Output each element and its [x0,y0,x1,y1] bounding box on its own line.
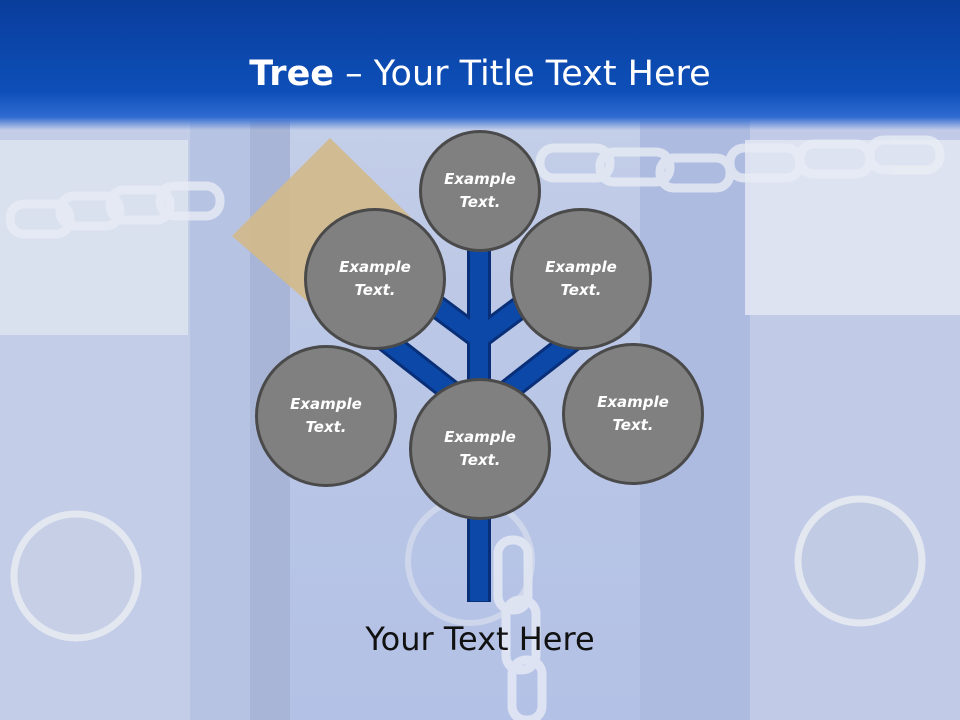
node-label: Example Text. [597,393,669,434]
header-band [0,0,960,130]
tree-node-top: Example Text. [419,130,541,252]
node-label: Example Text. [290,395,362,436]
tree-node-lower-right: Example Text. [562,343,704,485]
tree-node-upper-left: Example Text. [304,208,446,350]
title-bold: Tree [249,54,335,94]
node-label: Example Text. [545,258,617,299]
caption-text: Your Text Here [365,620,595,658]
node-label: Example Text. [444,428,516,469]
tree-node-upper-right: Example Text. [510,208,652,350]
tree-node-center: Example Text. [409,378,551,520]
title-rest: – Your Title Text Here [334,54,711,94]
node-label: Example Text. [339,258,411,299]
tree-node-lower-left: Example Text. [255,345,397,487]
node-label: Example Text. [444,170,516,211]
slide-title: Tree – Your Title Text Here [0,50,960,98]
